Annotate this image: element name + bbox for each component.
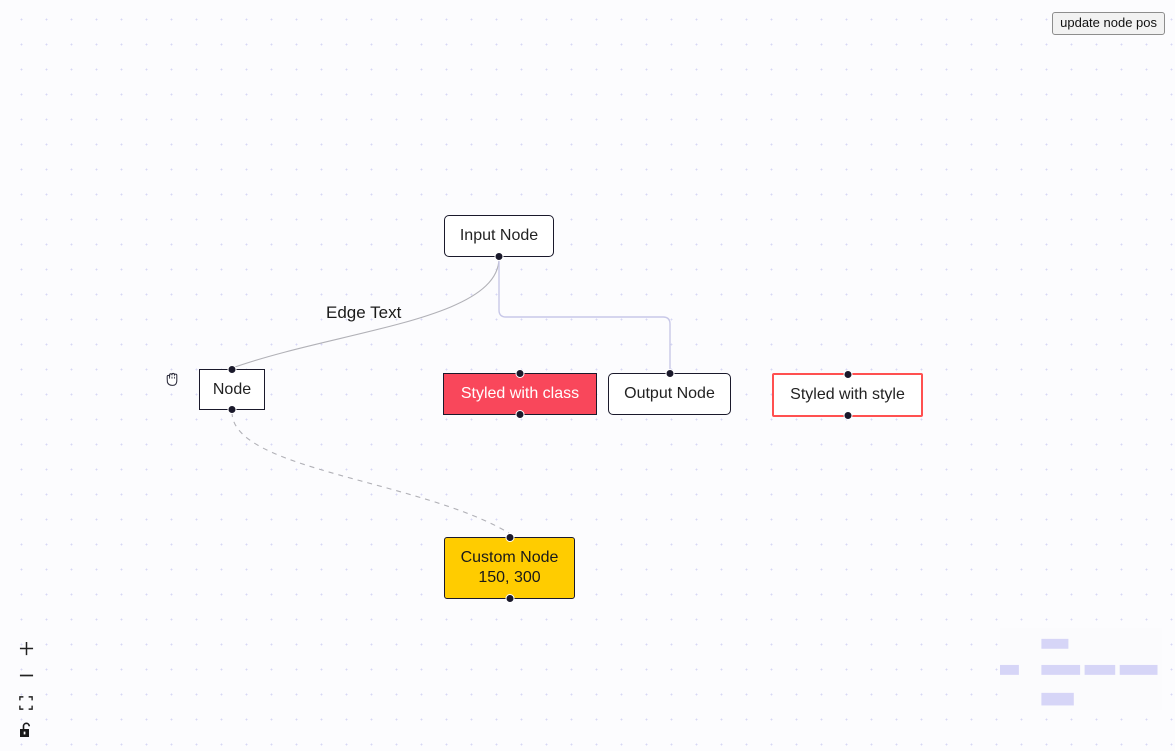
- flow-controls: [11, 635, 41, 743]
- node-custom-node[interactable]: Custom Node 150, 300: [444, 533, 575, 603]
- node-styled-with-class[interactable]: Styled with class: [443, 369, 597, 419]
- node-sublabel: 150, 300: [478, 569, 541, 586]
- unlock-icon: [19, 722, 33, 738]
- update-node-pos-button[interactable]: update node pos: [1052, 12, 1165, 35]
- handle-target-top[interactable]: [515, 369, 525, 378]
- handle-source-bottom[interactable]: [505, 594, 514, 603]
- edge-label-edge-text: Edge Text: [326, 303, 402, 322]
- handle-target-top[interactable]: [665, 369, 674, 378]
- node-input-node[interactable]: Input Node: [444, 215, 554, 261]
- handle-source-bottom[interactable]: [227, 405, 237, 414]
- plus-icon: [19, 641, 34, 656]
- handle-source-bottom[interactable]: [494, 252, 504, 261]
- node-output-node[interactable]: Output Node: [608, 369, 731, 415]
- zoom-in-button[interactable]: [11, 635, 41, 662]
- node-label: Custom Node: [460, 549, 559, 567]
- node-label: Node: [212, 380, 252, 398]
- handle-source-bottom[interactable]: [515, 410, 525, 419]
- node-label: Styled with style: [790, 386, 905, 404]
- handle-target-top[interactable]: [505, 533, 514, 542]
- node-styled-with-style[interactable]: Styled with style: [772, 370, 923, 420]
- zoom-out-button[interactable]: [11, 662, 41, 689]
- node-label: Input Node: [459, 227, 539, 245]
- edge-input-to-output: [498, 258, 671, 371]
- node-label: Styled with class: [460, 385, 580, 403]
- edge-node-to-custom: [231, 411, 510, 534]
- minimap-node: [1084, 664, 1116, 675]
- handle-source-bottom[interactable]: [843, 411, 852, 420]
- handle-target-top[interactable]: [843, 370, 852, 379]
- fit-view-icon: [19, 695, 33, 710]
- handle-target-top[interactable]: [227, 365, 237, 374]
- minimap-node: [1041, 664, 1081, 675]
- top-right-panel: update node pos: [1052, 12, 1165, 35]
- lock-toggle-button[interactable]: [11, 716, 41, 743]
- minus-icon: [19, 668, 34, 683]
- minimap-node: [1041, 638, 1069, 649]
- grabbing-hand-cursor: [164, 369, 182, 394]
- fit-view-button[interactable]: [11, 689, 41, 716]
- minimap-node: [1000, 664, 1019, 675]
- minimap[interactable]: [1000, 628, 1162, 710]
- minimap-node: [1041, 692, 1074, 706]
- node-label: Output Node: [624, 385, 715, 403]
- minimap-node: [1119, 664, 1158, 675]
- node-node[interactable]: Node: [199, 365, 265, 414]
